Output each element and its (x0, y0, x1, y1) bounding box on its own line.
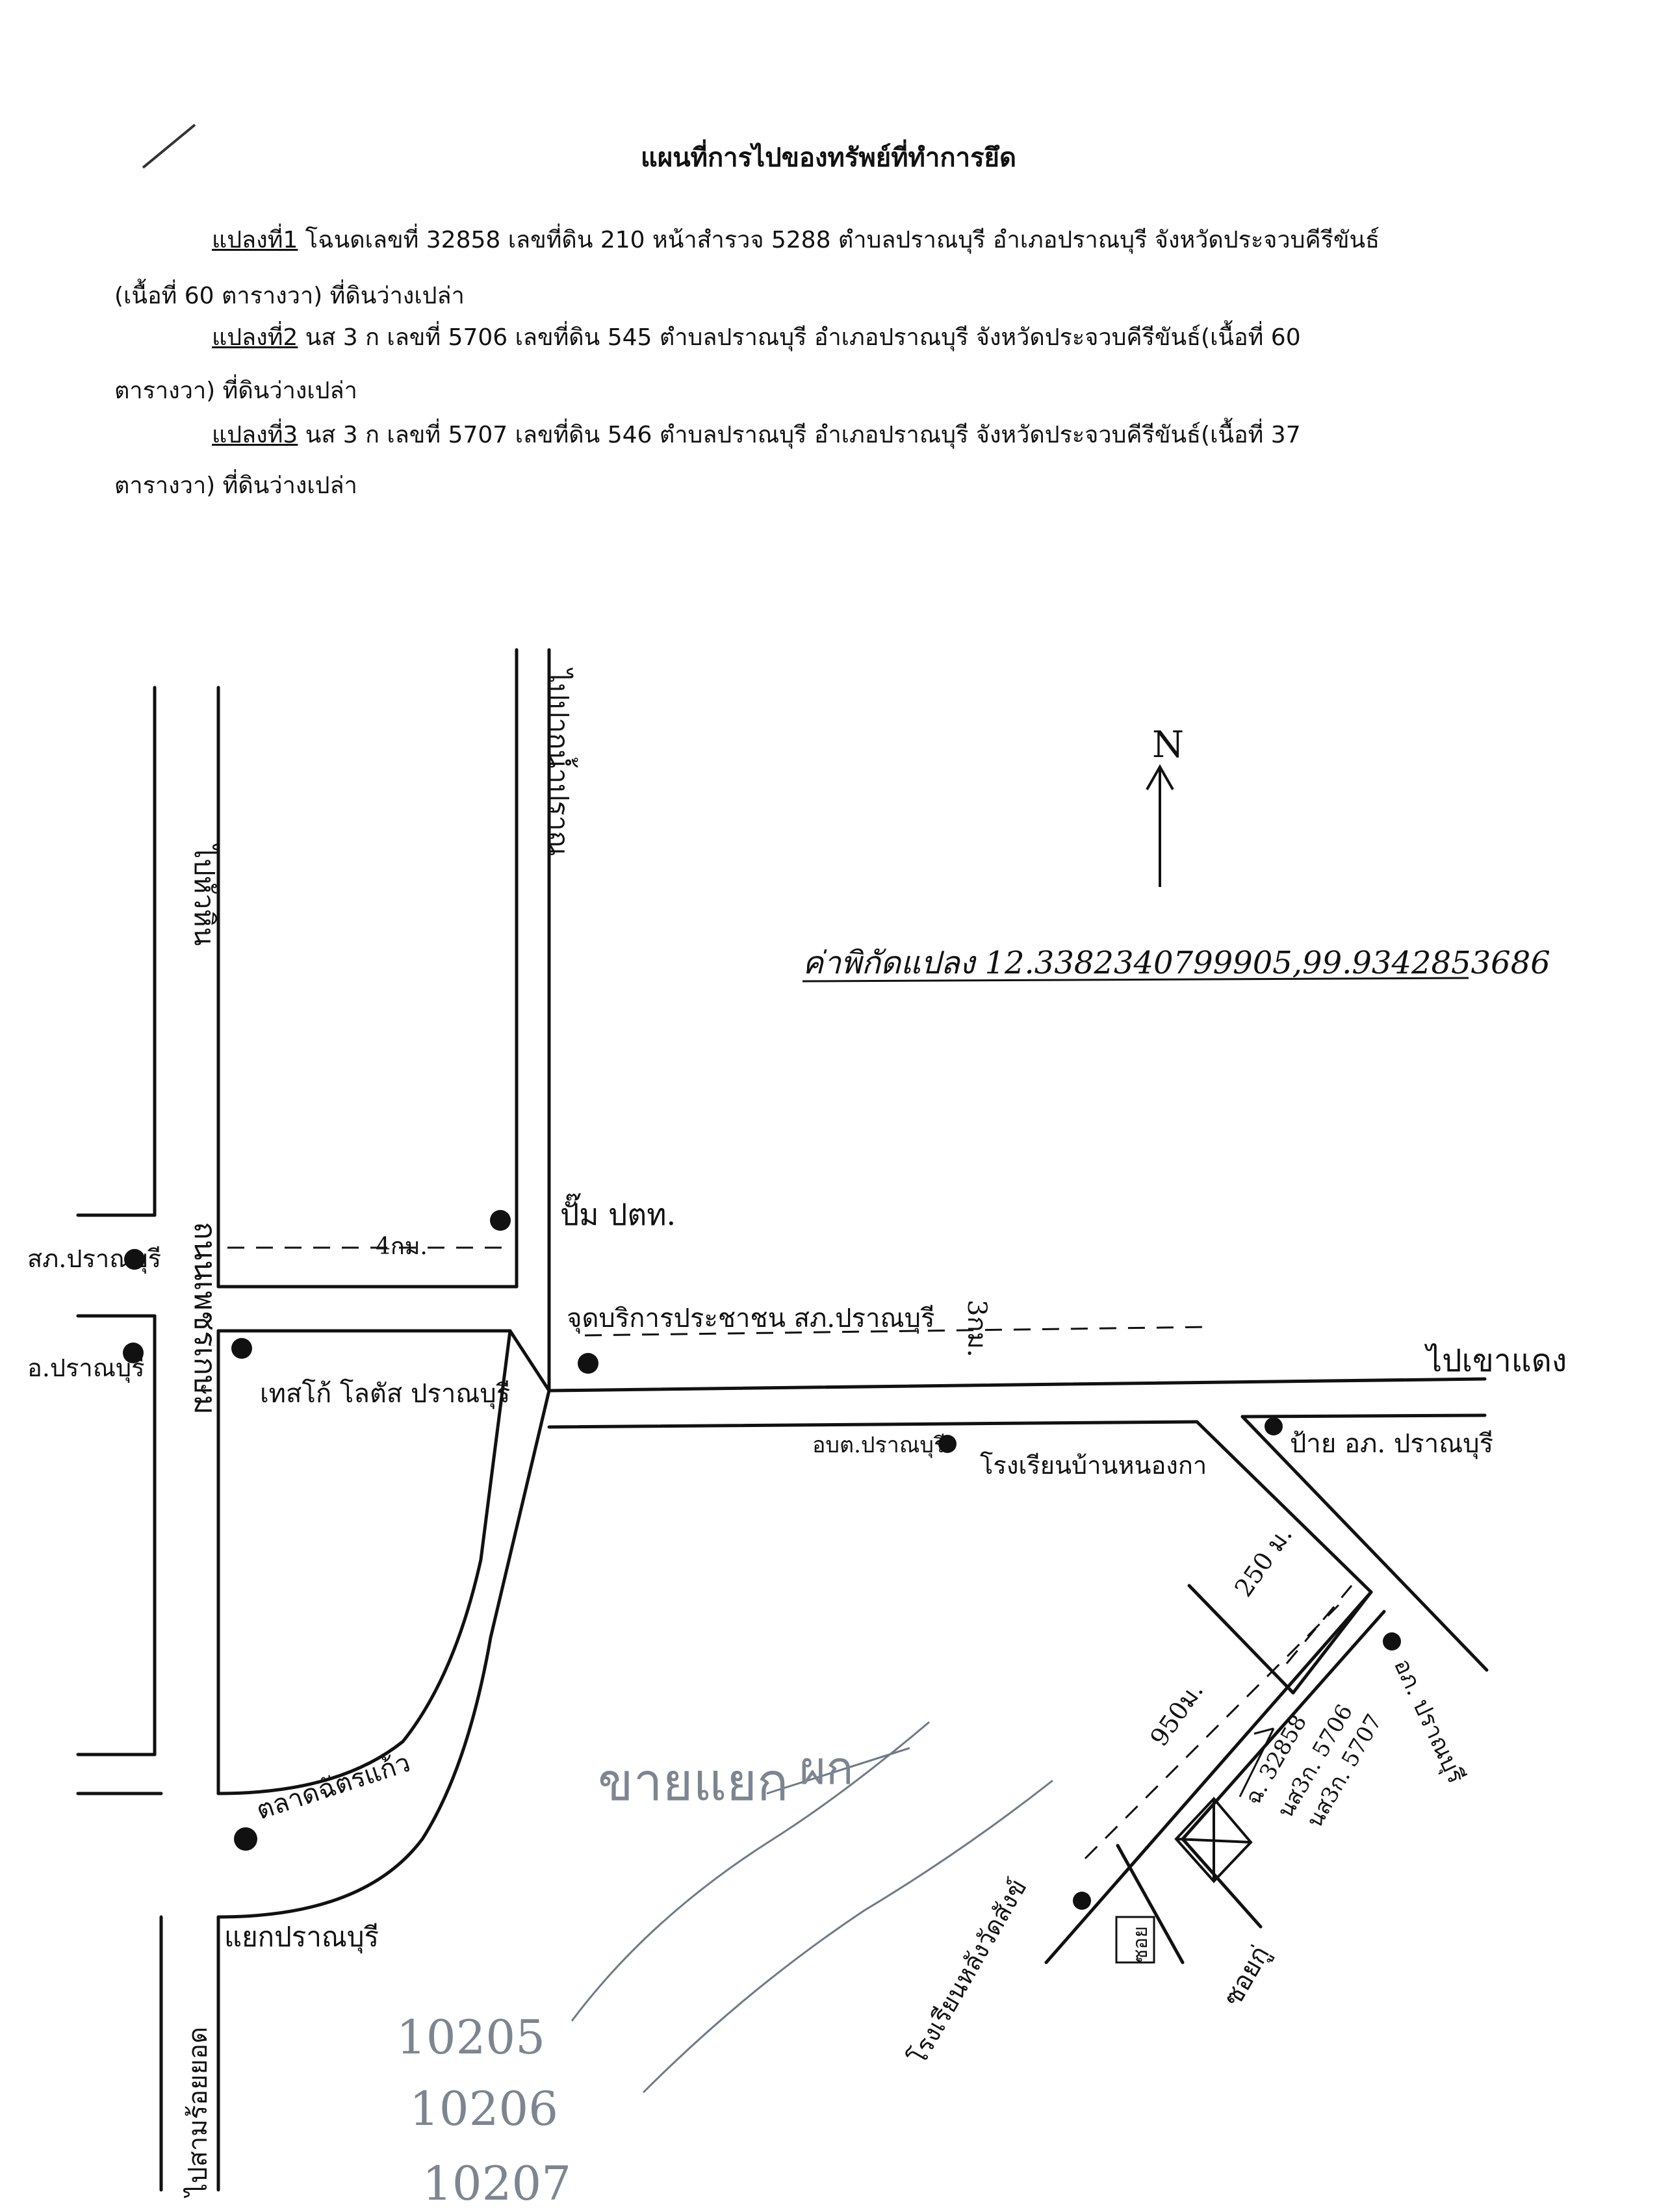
tesco-lotus-marker (231, 1338, 252, 1359)
pencil-ref-3: 10207 (422, 2156, 571, 2211)
road-to-pak-nam-pran (216, 648, 551, 1393)
label-dist-950m: 950ม. (1144, 1677, 1209, 1751)
stray-pen-mark (142, 123, 196, 169)
label-market: ตลาดฉัตรแก้ว (253, 1748, 414, 1826)
pencil-ref-1: 10205 (396, 2010, 545, 2064)
parcel-3-line-1: แปลงที่3 นส 3 ก เลขที่ 5707 เลขที่ดิน 54… (212, 422, 1301, 448)
label-ptt-pump: ปั๊ม ปตท. (560, 1193, 676, 1232)
parcel-2-text: นส 3 ก เลขที่ 5706 เลขที่ดิน 545 ตำบลปรา… (298, 324, 1301, 351)
parcel-1-line-2: (เนื้อที่ 60 ตารางวา) ที่ดินว่างเปล่า (114, 283, 465, 309)
pencil-mark: ผก (799, 1742, 853, 1795)
parcel-2-label: แปลงที่2 (212, 324, 298, 351)
label-district-office-2: อภ. ปราณบุรี (1388, 1654, 1469, 1788)
soi-box (1115, 1916, 1155, 1964)
parcel-1-text: โฉนดเลขที่ 32858 เลขที่ดิน 210 หน้าสำรวจ… (298, 227, 1380, 253)
parcel-3-line-2: ตารางวา) ที่ดินว่างเปล่า (114, 472, 357, 499)
dashed-line-3km (584, 1326, 1209, 1337)
dashed-line-950m (1084, 1604, 1340, 1860)
label-police-station: สภ.ปราณบุรี (27, 1244, 161, 1274)
north-arrow: N (1146, 724, 1184, 887)
label-school-nong-ka: โรงเรียนบ้านหนองกา (980, 1451, 1207, 1480)
police-station-marker (124, 1249, 145, 1270)
pencil-line-2 (642, 1779, 1053, 2094)
label-checkpoint: จุดบริการประชาชน สภ.ปราณบุรี (567, 1304, 934, 1334)
coordinates-underline (802, 977, 1469, 983)
label-dist-250m: 250 ม. (1229, 1521, 1298, 1602)
label-to-sam-roi-yot: ไปสามร้อยยอด (183, 2027, 213, 2198)
market-marker (234, 1827, 257, 1851)
pencil-ref-2: 10206 (409, 2081, 558, 2136)
sao-office-marker (938, 1435, 957, 1453)
petchkasem-road (76, 686, 220, 2192)
label-dist-3km: 3กม. (962, 1300, 992, 1357)
parcel-1-line-1: แปลงที่1 โฉนดเลขที่ 32858 เลขที่ดิน 210 … (212, 227, 1380, 253)
market-road (216, 1329, 551, 1919)
pencil-strike (766, 1747, 910, 1795)
label-to-hua-hin: ไปหัวหิน (188, 843, 220, 945)
sign-district-marker (1265, 1417, 1283, 1435)
ptt-pump-marker (490, 1210, 511, 1231)
label-soi-to: ซอยกู่ (1218, 1940, 1276, 2011)
pencil-line-1 (571, 1721, 930, 2022)
parcel-1-label: แปลงที่1 (212, 227, 298, 253)
north-label: N (1152, 724, 1184, 766)
parcel-3-label: แปลงที่3 (212, 422, 298, 448)
checkpoint-marker (578, 1353, 598, 1374)
parcel-2-line-2: ตารางวา) ที่ดินว่างเปล่า (114, 378, 357, 404)
label-sao-office: อบต.ปราณบุรี (812, 1432, 945, 1458)
document-title: แผนที่การไปของทรัพย์ที่ทำการยึด (641, 143, 1016, 173)
parcel-location-marker (1174, 1727, 1275, 1883)
label-pranburi-junction: แยกปราณบุรี (224, 1921, 379, 1954)
coordinates-text: ค่าพิกัดแปลง 12.3382340799905,99.9342853… (803, 945, 1550, 981)
label-dist-4km: 4กม. (376, 1233, 428, 1260)
label-to-khao-daeng: ไปเขาแดง (1424, 1343, 1567, 1379)
road-to-khao-daeng (547, 1377, 1487, 1429)
parcel-2-line-1: แปลงที่2 นส 3 ก เลขที่ 5706 เลขที่ดิน 54… (212, 325, 1301, 351)
label-petchkasem-road: ถนนเพชรเกษม (188, 1222, 223, 1415)
diagonal-road (1044, 1415, 1489, 1964)
label-school-2: โรงเรียนหลังวัดสังข์ (903, 1874, 1033, 2070)
district-office-marker (123, 1343, 144, 1363)
parcel-3-text: นส 3 ก เลขที่ 5707 เลขที่ดิน 546 ตำบลปรา… (298, 422, 1301, 448)
pencil-sold-note: ขายแยก (598, 1752, 788, 1812)
label-district-office: อ.ปราณบุรี (27, 1354, 145, 1383)
label-tesco-lotus: เทสโก้ โลตัส ปราณบุรี (260, 1379, 510, 1409)
school-2-marker (1073, 1892, 1091, 1910)
label-soi: ซอย (1129, 1926, 1152, 1962)
district-office-2-marker (1383, 1632, 1401, 1651)
label-sign-district: ป้าย อภ. ปราณบุรี (1290, 1429, 1493, 1460)
label-to-pak-nam-pran: ไปปากน้ำปราณ (543, 667, 578, 856)
